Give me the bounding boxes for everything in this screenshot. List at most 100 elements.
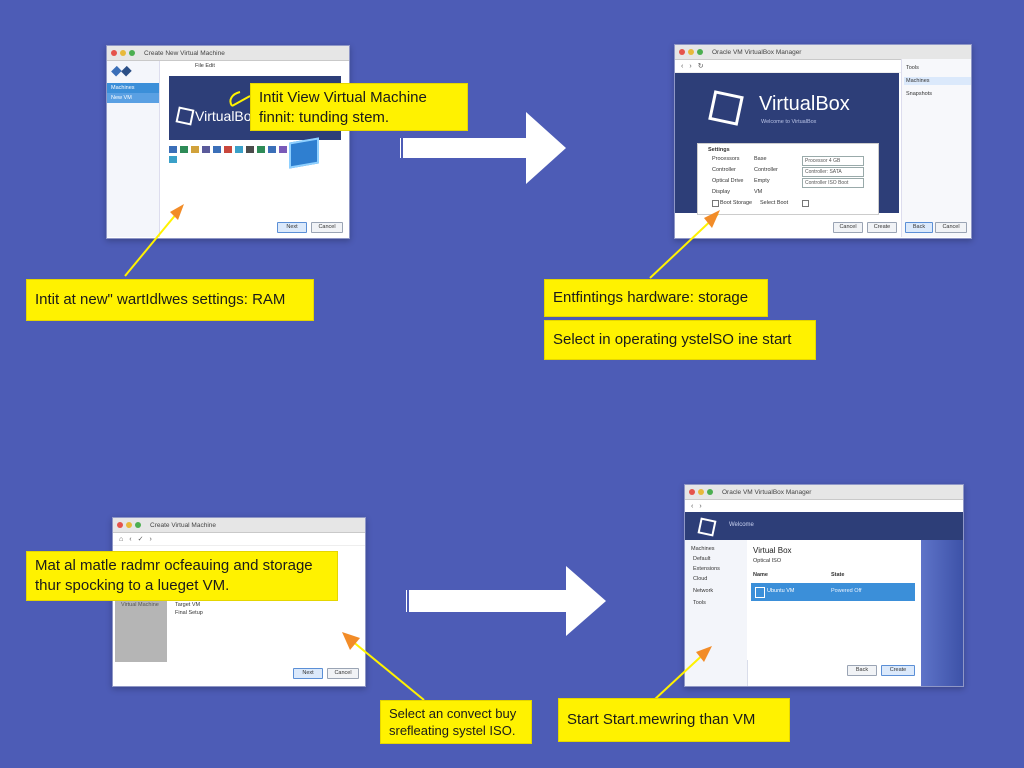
settings-row-mid: VM: [754, 189, 763, 195]
forward-nav-icon[interactable]: ›: [689, 62, 692, 70]
close-dot-icon[interactable]: [117, 522, 123, 528]
app-icon: [279, 146, 287, 153]
next-button[interactable]: Next: [293, 668, 323, 679]
minimize-dot-icon[interactable]: [688, 49, 694, 55]
maximize-dot-icon[interactable]: [697, 49, 703, 55]
boot-option-checkbox[interactable]: [802, 200, 809, 207]
maximize-dot-icon[interactable]: [129, 50, 135, 56]
settings-heading: Settings: [708, 147, 730, 153]
callout-ram-storage-target: Mat al matle radmr ocfeauing and storage…: [26, 551, 338, 601]
step4-brand-sub: Welcome: [729, 522, 754, 528]
vm-cube-graphic-icon: [289, 137, 319, 169]
minimize-dot-icon[interactable]: [120, 50, 126, 56]
settings-row-label: Boot Storage: [720, 200, 753, 206]
close-dot-icon[interactable]: [689, 489, 695, 495]
settings-row-mid: Base: [754, 156, 767, 162]
callout-new-settings-ram: Intit at new" wartIdlwes settings: RAM: [26, 279, 314, 321]
cancel-button[interactable]: Cancel: [327, 668, 359, 679]
sidebar-item-default[interactable]: Default: [693, 556, 711, 562]
column-header-name: Name: [753, 572, 768, 578]
sidebar-item-cloud[interactable]: Cloud: [693, 576, 708, 582]
home-icon[interactable]: ⌂: [119, 535, 124, 543]
step4-blue-edge: [921, 540, 963, 686]
window-title: Oracle VM VirtualBox Manager: [722, 488, 812, 496]
app-icon: [257, 146, 265, 153]
back-nav-icon[interactable]: ‹: [681, 62, 684, 70]
sidebar-item-new-vm[interactable]: New VM: [107, 93, 159, 103]
forward-nav-icon[interactable]: ›: [699, 502, 702, 510]
right-item-tools[interactable]: Tools: [906, 65, 919, 71]
refresh-icon[interactable]: ↻: [697, 63, 704, 70]
step3-window: Create Virtual Machine ⌂ ‹ ✓ › Virtual M…: [112, 517, 366, 687]
boot-checkbox[interactable]: [712, 200, 719, 207]
minimize-dot-icon[interactable]: [126, 522, 132, 528]
app-icon: [169, 156, 177, 163]
step2-titlebar: Oracle VM VirtualBox Manager: [675, 45, 971, 60]
back-button[interactable]: Back: [847, 665, 877, 676]
cancel-button[interactable]: Cancel: [833, 222, 863, 233]
sidebar-item-tools[interactable]: Tools: [693, 600, 706, 606]
callout-view-vm: Intit View Virtual Machine finnit: tundi…: [250, 83, 468, 131]
back-nav-icon[interactable]: ‹: [129, 535, 132, 543]
check-icon[interactable]: ✓: [137, 536, 144, 543]
app-icon: [268, 146, 276, 153]
create-button[interactable]: Create: [881, 665, 915, 676]
step1-brand: VirtualBox: [195, 108, 259, 124]
sidebar-item-extensions[interactable]: Extensions: [693, 566, 720, 572]
sidebar-item-machines[interactable]: Machines: [691, 546, 715, 552]
step2-main-panel: VirtualBox Welcome to VirtualBox Setting…: [675, 73, 899, 215]
step3-side-text: Virtual Machine: [121, 602, 159, 608]
cancel-button[interactable]: Cancel: [311, 222, 343, 233]
optical-drive-select[interactable]: Controller ISO Boot: [802, 178, 864, 188]
close-dot-icon[interactable]: [679, 49, 685, 55]
settings-row-label: Processors: [712, 156, 740, 162]
step2-brand: VirtualBox: [759, 93, 850, 115]
forward-nav-icon[interactable]: ›: [149, 535, 152, 543]
step3-titlebar: Create Virtual Machine: [113, 518, 365, 533]
settings-row-label: Display: [712, 189, 731, 195]
maximize-dot-icon[interactable]: [135, 522, 141, 528]
processor-field[interactable]: Processor 4 GB: [802, 156, 864, 166]
settings-row-label: Controller: [712, 167, 736, 173]
vbox-cube-icon: [697, 517, 717, 537]
settings-row-mid: Select Boot: [760, 200, 789, 206]
app-icon: [224, 146, 232, 153]
window-title: Create New Virtual Machine: [144, 49, 225, 57]
vbox-logo-icon: [111, 65, 131, 77]
step2-toolbar: ‹ › ↻: [675, 60, 971, 73]
controller-field[interactable]: Controller: SATA: [802, 167, 864, 177]
settings-dialog: Settings Processors Base Processor 4 GB …: [697, 143, 879, 215]
close-dot-icon[interactable]: [111, 50, 117, 56]
step1-toolbar: File Edit: [195, 63, 215, 69]
step4-sidebar: Machines Default Extensions Cloud Networ…: [685, 540, 748, 686]
vm-row-name: Ubuntu VM: [767, 588, 795, 594]
next-button[interactable]: Next: [277, 222, 307, 233]
cancel-button-2[interactable]: Cancel: [935, 222, 967, 233]
step3-toolbar: ⌂ ‹ ✓ ›: [113, 533, 365, 546]
step4-panel: Virtual Box Optical ISO Name State Ubunt…: [747, 540, 919, 660]
content-line-target: Target VM: [175, 602, 201, 608]
sidebar-item-machines[interactable]: Machines: [107, 83, 159, 93]
step1-sidebar: Machines New VM: [107, 61, 160, 237]
minimize-dot-icon[interactable]: [698, 489, 704, 495]
right-item-snapshots[interactable]: Snapshots: [906, 91, 932, 97]
panel-sub: Optical ISO: [753, 558, 782, 564]
flow-arrow-right-bottom: [406, 566, 606, 636]
step2-window: Oracle VM VirtualBox Manager ‹ › ↻ Virtu…: [674, 44, 972, 239]
right-item-machines[interactable]: Machines: [904, 77, 971, 85]
step4-header: Welcome: [685, 512, 963, 540]
app-icon: [213, 146, 221, 153]
back-nav-icon[interactable]: ‹: [691, 502, 694, 510]
app-icon: [246, 146, 254, 153]
panel-title: Virtual Box: [753, 546, 792, 555]
back-button[interactable]: Back: [905, 222, 933, 233]
vm-table-row[interactable]: Ubuntu VM Powered Off: [751, 583, 915, 601]
vbox-cube-icon: [175, 106, 195, 126]
sidebar-item-network[interactable]: Network: [693, 588, 714, 594]
create-button[interactable]: Create: [867, 222, 897, 233]
step4-titlebar: Oracle VM VirtualBox Manager: [685, 485, 963, 500]
maximize-dot-icon[interactable]: [707, 489, 713, 495]
callout-select-os-iso: Select in operating ystelSO ine start: [544, 320, 816, 360]
content-line-final: Final Setup: [175, 610, 203, 616]
callout-hardware-storage: Entfintings hardware: storage: [544, 279, 768, 317]
